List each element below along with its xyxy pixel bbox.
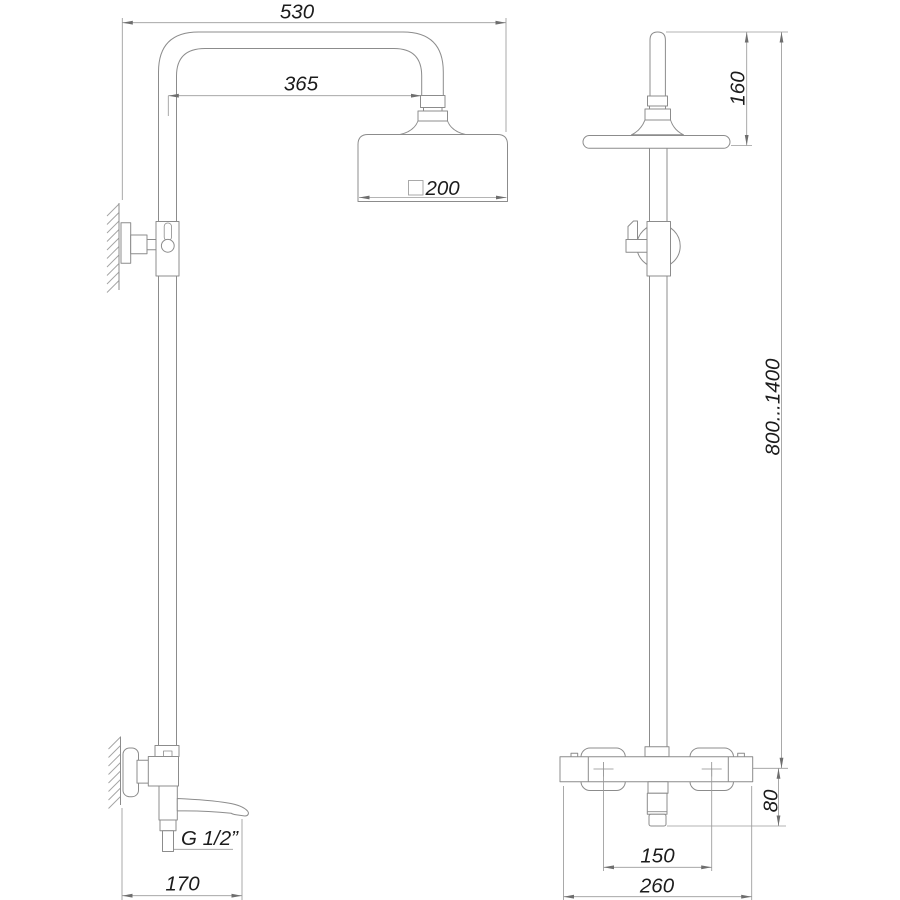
dim-260-label: 260 [639, 875, 675, 898]
mixer-adapter-side [136, 759, 150, 784]
column-lower-front [649, 276, 668, 747]
head-connector-block-front [644, 108, 671, 121]
dim-530-label: 530 [280, 1, 315, 24]
outlet-nut-front [646, 792, 668, 815]
mount-flange-top [120, 222, 132, 264]
shower-head-side [357, 134, 508, 202]
dim-150-label: 150 [640, 845, 675, 868]
arm-end-cap-front [649, 31, 666, 97]
diverter-lever-block [625, 239, 648, 253]
head-trumpet-front [631, 119, 684, 136]
dim-365-label: 365 [284, 73, 319, 96]
head-trumpet-side [399, 120, 466, 135]
escutcheon-bottom [122, 747, 139, 798]
dim-800-1400-label: 800...1400 [762, 358, 785, 455]
mixer-body-side [147, 756, 180, 787]
spout [176, 798, 249, 817]
arm-nut-front [647, 95, 668, 107]
mixer-lower-block-side [158, 785, 178, 821]
diverter-body-front [646, 221, 671, 277]
dim-160-label: 160 [727, 71, 750, 106]
aerator-front [648, 813, 667, 827]
column-upper-front [649, 148, 668, 222]
dim-365-lines [167, 95, 422, 116]
mount-adapter2-top [146, 239, 157, 251]
dim-80-label: 80 [760, 789, 783, 812]
thread-size-label: G 1/2” [181, 827, 239, 850]
outlet-neck-front [647, 781, 669, 794]
mixer-body-front [559, 756, 754, 783]
slide-bracket-knob [160, 238, 175, 253]
shower-head-front [582, 135, 731, 149]
dim-200-label: 200 [425, 177, 461, 200]
dim-170-lines [121, 808, 243, 900]
head-connector-block-side [417, 110, 448, 122]
outlet-stub-side [162, 830, 174, 852]
wall-hatching-top [106, 203, 120, 293]
mixer-collar-front [644, 746, 670, 758]
dim-260-lines [563, 786, 753, 900]
diverter-lever-post [627, 220, 638, 240]
outlet-nut-side [159, 819, 177, 832]
mount-adapter-top [130, 234, 148, 255]
square-symbol [408, 180, 424, 196]
dim-530-lines [121, 18, 507, 200]
arm-ring-side [423, 107, 443, 112]
dim-160-lines [666, 31, 788, 146]
arm-nut-side [420, 95, 446, 108]
dim-170-label: 170 [165, 873, 200, 896]
mixer-body-endcaps [587, 756, 729, 782]
dim-800-1400-lines [753, 32, 788, 769]
wall-hatching-bottom [108, 736, 121, 809]
dim-150-lines [603, 769, 713, 871]
